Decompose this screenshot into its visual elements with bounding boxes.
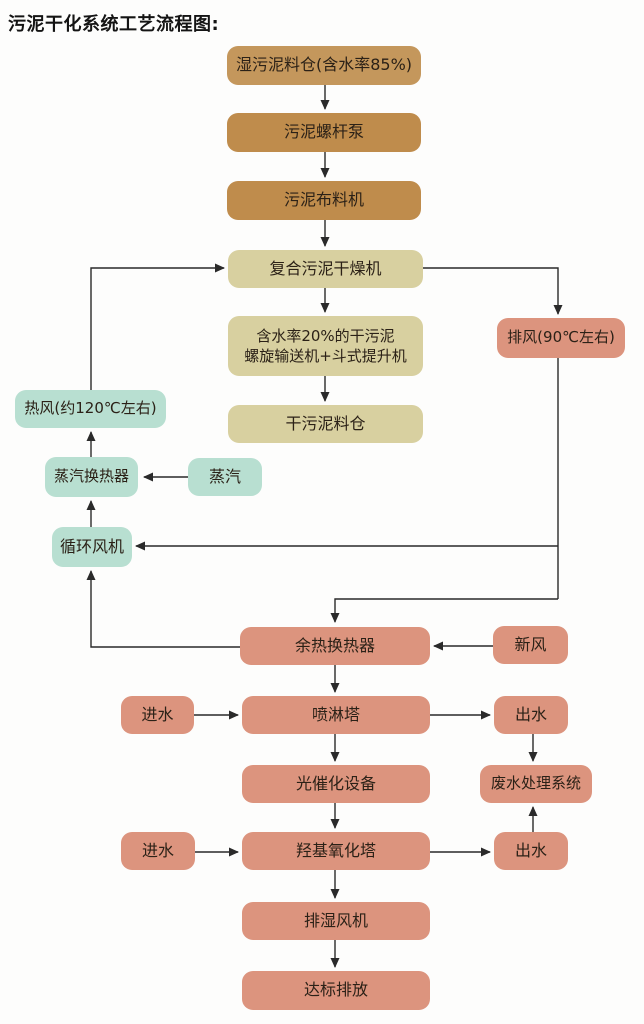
node-water-outlet-2: 出水: [494, 832, 568, 870]
node-circulation-fan-label: 循环风机: [59, 536, 124, 556]
arrow-dryer-to-exhaust: [423, 267, 563, 315]
node-sludge-distributor: 污泥布料机: [227, 181, 421, 220]
node-spray-tower: 喷淋塔: [242, 696, 430, 734]
arrow-exhaust-to-wastehx: [330, 598, 558, 623]
node-water-inlet-2-label: 进水: [141, 840, 174, 860]
arrow-wastehx-to-circfan: [86, 570, 240, 648]
node-hydroxyl-oxidation-tower: 羟基氧化塔: [242, 832, 430, 870]
node-standard-discharge-label: 达标排放: [303, 980, 368, 1000]
node-water-outlet-1-label: 出水: [514, 704, 547, 724]
node-hydroxyl-oxidation-tower-label: 羟基氧化塔: [295, 840, 376, 860]
node-wet-sludge-silo-label: 湿污泥料仓(含水率85%): [235, 55, 413, 75]
node-composite-sludge-dryer-label: 复合污泥干燥机: [269, 258, 382, 278]
node-steam-heat-exchanger-label: 蒸汽换热器: [53, 467, 129, 486]
node-wet-sludge-silo: 湿污泥料仓(含水率85%): [227, 46, 421, 85]
node-water-outlet-2-label: 出水: [514, 840, 547, 860]
node-hot-air: 热风(约120℃左右): [15, 390, 166, 428]
node-sludge-screw-pump-label: 污泥螺杆泵: [283, 122, 364, 142]
node-sludge-screw-pump: 污泥螺杆泵: [227, 113, 421, 152]
node-photocatalytic-equipment-label: 光催化设备: [295, 773, 376, 793]
node-dehumidifying-fan: 排湿风机: [242, 902, 430, 940]
arrow-hotair-to-dryer: [90, 263, 225, 390]
node-dry-sludge-conveyor: 含水率20%的干污泥 螺旋输送机+斗式提升机: [228, 316, 423, 376]
node-exhaust-air-label: 排风(90℃左右): [507, 328, 615, 347]
node-water-inlet-1: 进水: [121, 696, 194, 734]
node-sludge-distributor-label: 污泥布料机: [283, 190, 364, 210]
node-waste-heat-exchanger-label: 余热换热器: [294, 635, 375, 655]
node-fresh-air-label: 新风: [514, 634, 547, 654]
node-dry-sludge-conveyor-line1: 含水率20%的干污泥: [256, 326, 395, 345]
node-standard-discharge: 达标排放: [242, 971, 430, 1010]
node-photocatalytic-equipment: 光催化设备: [242, 765, 430, 803]
diagram-title: 污泥干化系统工艺流程图:: [8, 14, 220, 35]
node-wastewater-treatment-system-label: 废水处理系统: [490, 774, 581, 793]
node-steam: 蒸汽: [188, 458, 262, 496]
node-dry-sludge-silo-label: 干污泥料仓: [285, 413, 366, 433]
node-hot-air-label: 热风(约120℃左右): [24, 399, 157, 418]
node-dry-sludge-silo: 干污泥料仓: [228, 405, 423, 443]
node-spray-tower-label: 喷淋塔: [311, 704, 360, 724]
node-fresh-air: 新风: [493, 626, 568, 664]
node-dry-sludge-conveyor-line2: 螺旋输送机+斗式提升机: [244, 347, 407, 365]
node-water-inlet-2: 进水: [121, 832, 195, 870]
node-circulation-fan: 循环风机: [52, 527, 132, 567]
node-water-inlet-1-label: 进水: [141, 704, 174, 724]
node-water-outlet-1: 出水: [494, 696, 568, 734]
node-waste-heat-exchanger: 余热换热器: [240, 627, 430, 665]
node-steam-heat-exchanger: 蒸汽换热器: [45, 457, 138, 497]
node-steam-label: 蒸汽: [208, 466, 241, 486]
node-exhaust-air: 排风(90℃左右): [497, 318, 625, 358]
node-dehumidifying-fan-label: 排湿风机: [303, 910, 368, 930]
node-wastewater-treatment-system: 废水处理系统: [480, 765, 592, 803]
node-composite-sludge-dryer: 复合污泥干燥机: [228, 250, 423, 288]
